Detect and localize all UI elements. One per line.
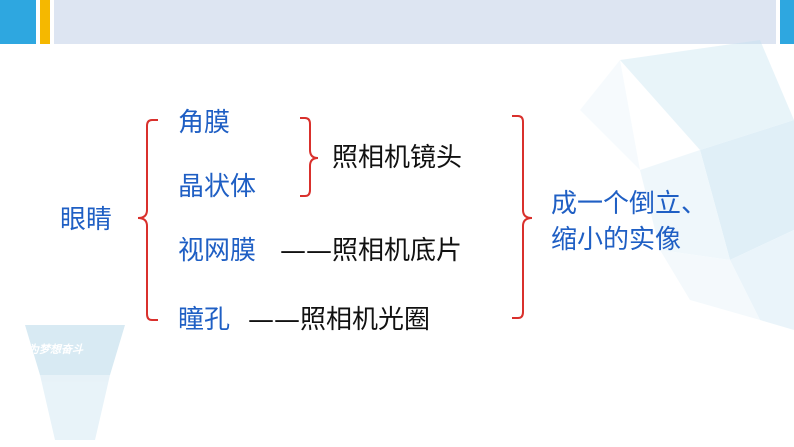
result-brace bbox=[512, 115, 533, 319]
header-blue-block bbox=[0, 0, 36, 44]
part-retina: 视网膜 bbox=[178, 236, 257, 266]
result-line-2: 缩小的实像 bbox=[551, 225, 682, 255]
retina-relation: ——照相机底片 bbox=[280, 236, 463, 266]
watermark-shape bbox=[25, 325, 125, 440]
result-line-1: 成一个倒立、 bbox=[551, 189, 708, 219]
pupil-relation: ——照相机光圈 bbox=[248, 305, 431, 335]
part-cornea: 角膜 bbox=[178, 108, 231, 138]
header-blue-end-block bbox=[780, 0, 794, 44]
watermark-text: 为梦想奋斗 bbox=[28, 343, 83, 356]
part-pupil: 瞳孔 bbox=[178, 305, 231, 335]
camera-lens-label: 照相机镜头 bbox=[332, 143, 463, 173]
header-yellow-block bbox=[40, 0, 50, 44]
root-eye: 眼睛 bbox=[60, 205, 113, 235]
lens-group-brace bbox=[300, 117, 319, 197]
header-band bbox=[54, 0, 776, 44]
part-lens: 晶状体 bbox=[178, 172, 257, 202]
header-bar bbox=[0, 0, 794, 44]
main-brace bbox=[137, 119, 158, 321]
